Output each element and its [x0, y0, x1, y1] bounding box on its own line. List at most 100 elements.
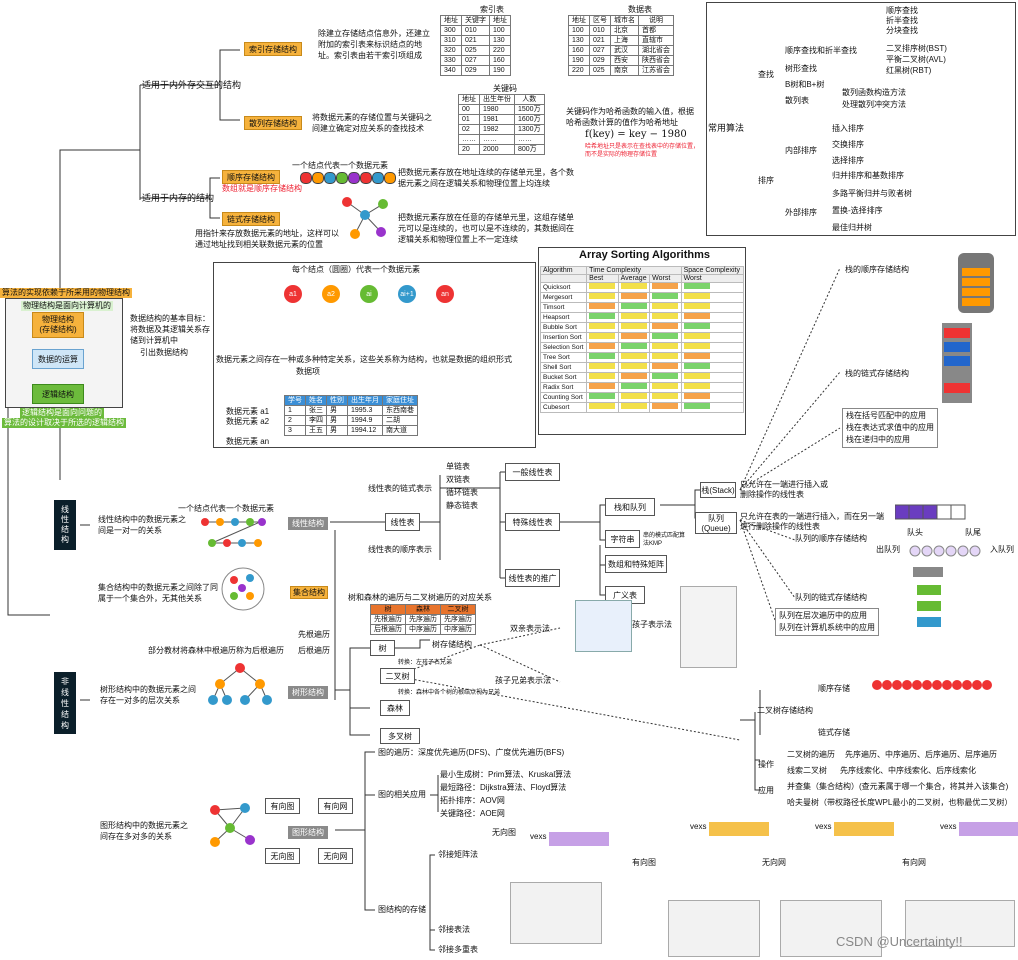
algorithms-panel: [706, 2, 1016, 236]
index-table-cell: 130: [489, 35, 511, 46]
data-table-cell: 160: [568, 45, 590, 56]
queue-apps: 队列在层次遍历中的应用 队列在计算机系统中的应用: [775, 608, 879, 636]
element-table-cell: 1994.9: [347, 415, 383, 426]
sort-complexity-cell: [649, 322, 682, 333]
linear-desc: 线性结构中的数据元素之间是一对一的关系: [98, 515, 186, 535]
list-seq-label: 线性表的顺序表示: [368, 545, 432, 554]
child-repr-label: 孩子表示法: [632, 620, 672, 629]
threaded-items: 先序线索化、中序线索化、后序线索化: [840, 766, 976, 775]
sort-subheader: Worst: [680, 274, 745, 283]
sort-complexity-cell: [649, 282, 682, 293]
element-table-cell: 1: [284, 405, 306, 416]
element-row-label-1: 数据元素 a1: [226, 407, 270, 416]
stack-queue-node: 栈和队列: [605, 498, 655, 516]
sort-label: 排序: [758, 176, 774, 185]
data-table-cell: 直辖市: [638, 35, 674, 46]
hash-item-2: 处理散列冲突方法: [842, 100, 906, 109]
key-table-cell: ……: [458, 134, 480, 145]
element-node: an: [436, 285, 454, 303]
set-circle-icon: [221, 567, 265, 611]
search-item-1: 顺序查找: [886, 6, 918, 15]
graph-apps-label: 图的相关应用: [378, 790, 426, 799]
element-table-cell: 东西南巷: [382, 405, 418, 416]
index-table-cell: 310: [440, 35, 462, 46]
graph-undnet-title: 无向网: [762, 858, 786, 867]
sort-row: Cubesort: [539, 402, 745, 413]
external-structure-label: 适用于内外存交互的结构: [142, 80, 242, 90]
sort-subheader: Worst: [649, 274, 682, 283]
parent-repr-table: [575, 600, 632, 652]
element-table-header: 家庭住址: [382, 395, 418, 406]
vexs-array-3: vexs: [815, 822, 895, 836]
sort-complexity-cell: [586, 282, 619, 293]
key-table-header: 出生年份: [479, 94, 515, 105]
search-item-2: 折半查找: [886, 16, 918, 25]
traverse-table-cell: 后根遍历: [370, 624, 406, 635]
key-table-cell: 20: [458, 144, 480, 155]
queue-app-1: 队列在层次遍历中的应用: [779, 611, 867, 620]
sort-complexity-cell: [649, 342, 682, 353]
physical-structure-node: 物理结构 (存储结构): [32, 312, 84, 338]
key-table-cell: 800万: [514, 144, 545, 155]
element-table-cell: 男: [326, 415, 348, 426]
chain-item-3: 循环链表: [446, 488, 478, 497]
array-matrix-node: 数组和特殊矩阵: [605, 555, 667, 573]
nonlinear-block: 非 线 性 结 构: [54, 672, 76, 734]
data-ops-node: 数据的运算: [32, 349, 84, 369]
data-table-header: 说明: [638, 15, 674, 26]
index-table-cell: 021: [461, 35, 490, 46]
special-list-node: 特殊线性表: [505, 513, 560, 531]
key-table-cell: ……: [514, 134, 545, 145]
sort-complexity-cell: [586, 332, 619, 343]
element-table-cell: 二胡: [382, 415, 418, 426]
sort-complexity-cell: [649, 382, 682, 393]
traverse-title: 树和森林的遍历与二叉树遍历的对应关系: [348, 593, 492, 602]
child-repr-diagram: [680, 586, 737, 668]
sort-complexity-cell: [617, 332, 651, 343]
postroot-label: 后根遍历: [298, 646, 330, 655]
element-table-cell: 南大道: [382, 425, 418, 436]
seq-storage-desc: 把数据元素存放在地址连续的存储单元里，各个数据元素之间在逻辑关系和物理位置上均连…: [398, 168, 574, 188]
vexs-array-1: vexs: [530, 832, 610, 846]
forest-node: 森林: [380, 700, 410, 716]
data-table-cell: 武汉: [610, 45, 639, 56]
graph-traverse: 图的遍历：深度优先遍历(DFS)、广度优先遍历(BFS): [378, 748, 565, 757]
index-table-cell: 025: [461, 45, 490, 56]
data-table-cell: 027: [589, 45, 611, 56]
element-table-cell: 李四: [305, 415, 327, 426]
sort-row: Bucket Sort: [539, 372, 745, 383]
sort-row: Tree Sort: [539, 352, 745, 363]
sort-complexity-cell: [680, 372, 745, 383]
data-table-cell: 021: [589, 35, 611, 46]
sort-complexity-cell: [617, 302, 651, 313]
internal-structure-label: 适用于内存的结构: [142, 193, 215, 203]
linear-one-node: 一个结点代表一个数据元素: [178, 504, 274, 513]
element-table-header: 性别: [326, 395, 348, 406]
parent-repr-label: 双亲表示法: [510, 624, 550, 633]
stack-seq-label: 栈的顺序存储结构: [845, 265, 909, 274]
set-desc: 集合结构中的数据元素之间除了同属于一个集合外，无其他关系: [98, 583, 218, 603]
sort-complexity-cell: [680, 332, 745, 343]
sort-complexity-cell: [617, 402, 651, 413]
element-row-label-3: 数据元素 an: [226, 437, 270, 446]
data-table-title: 数据表: [628, 5, 652, 14]
element-node: a1: [284, 285, 302, 303]
sort-complexity-cell: [586, 302, 619, 313]
element-table-header: 出生年月: [347, 395, 383, 406]
sort-complexity-cell: [680, 352, 745, 363]
data-table-cell: 上海: [610, 35, 639, 46]
one-node-text: 一个结点代表一个数据元素: [292, 161, 388, 170]
seq-storage-label: 顺序存储结构: [222, 170, 280, 184]
element-table-cell: 王五: [305, 425, 327, 436]
sort-alg-name: Shell Sort: [539, 362, 588, 373]
element-table-header: 姓名: [305, 395, 327, 406]
traverse-table-row: 后根遍历中序遍历中序遍历: [370, 624, 476, 635]
